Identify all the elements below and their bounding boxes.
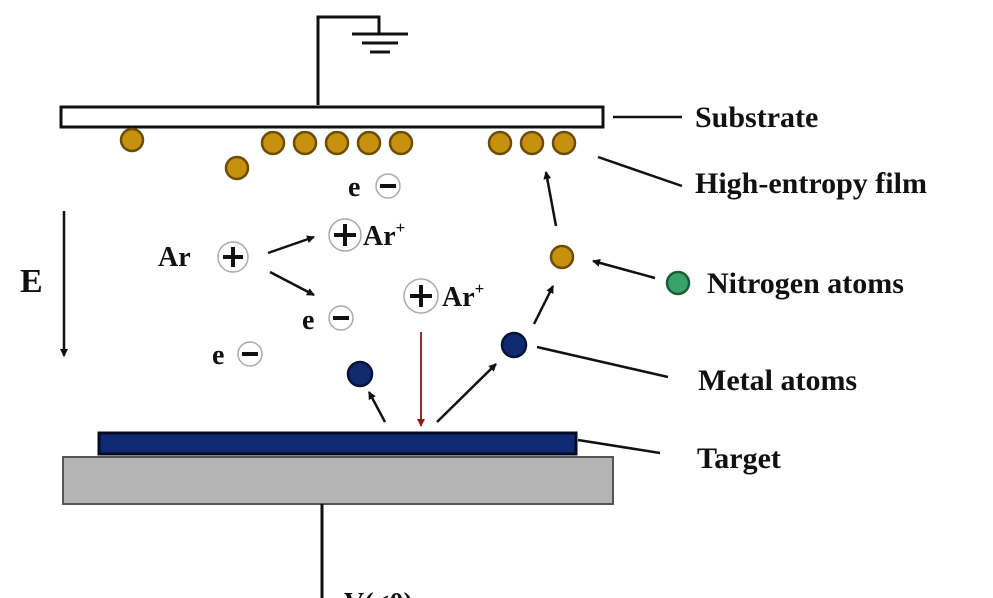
nitrogen-atom-icon	[665, 270, 691, 296]
sputter-arrow-left	[367, 391, 387, 423]
film-atom	[292, 130, 318, 156]
ionization-arrow-electron	[269, 270, 315, 297]
substrate-label: Substrate	[695, 101, 818, 134]
film-atom	[487, 130, 513, 156]
film-atom	[356, 130, 382, 156]
argon-ion-label: Ar+	[363, 218, 405, 252]
electron-label: e	[302, 305, 314, 336]
nitrogen-atoms-label: Nitrogen atoms	[707, 267, 904, 300]
target	[97, 431, 578, 456]
film-leader-line	[597, 155, 683, 188]
argon-atom: Ar	[158, 241, 249, 273]
film-atom	[388, 130, 414, 156]
film-atom	[260, 130, 286, 156]
high-entropy-film-label: High-entropy film	[695, 167, 927, 200]
target-label: Target	[697, 442, 781, 475]
film-atom	[324, 130, 350, 156]
film-atom	[224, 155, 250, 181]
argon-label: Ar	[158, 242, 191, 273]
electric-field-label: E	[20, 263, 43, 300]
argon-ion-label: Ar+	[442, 279, 484, 313]
ground-wire	[316, 15, 381, 105]
electron-label: e	[348, 172, 360, 203]
metal-atom	[500, 331, 528, 359]
substrate	[59, 105, 605, 129]
metal-atoms-label: Metal atoms	[698, 364, 857, 397]
nitride-to-film-arrow	[543, 171, 558, 227]
film-atom	[119, 127, 145, 153]
nitride-atom	[549, 244, 575, 270]
ground-connection	[316, 15, 408, 105]
target-holder	[62, 456, 614, 505]
metal-to-nitride-arrow	[532, 285, 555, 325]
film-atom	[551, 130, 577, 156]
ionization-arrow-ion	[267, 235, 315, 255]
metal-leader-line	[536, 345, 669, 379]
sputter-arrow-right	[436, 363, 497, 423]
electron-lower: e	[212, 340, 263, 371]
film-atom	[519, 130, 545, 156]
argon-ion-2: Ar+	[403, 278, 484, 314]
metal-atom	[346, 360, 374, 388]
electron-middle: e	[302, 305, 354, 336]
target-leader-line	[577, 438, 661, 455]
electron-top: e	[348, 172, 401, 203]
nitrogen-arrow	[592, 258, 656, 280]
electron-label: e	[212, 340, 224, 371]
high-entropy-film	[119, 127, 577, 181]
argon-ion-1: Ar+	[328, 218, 405, 252]
voltage-label: V(<0)	[344, 588, 413, 598]
